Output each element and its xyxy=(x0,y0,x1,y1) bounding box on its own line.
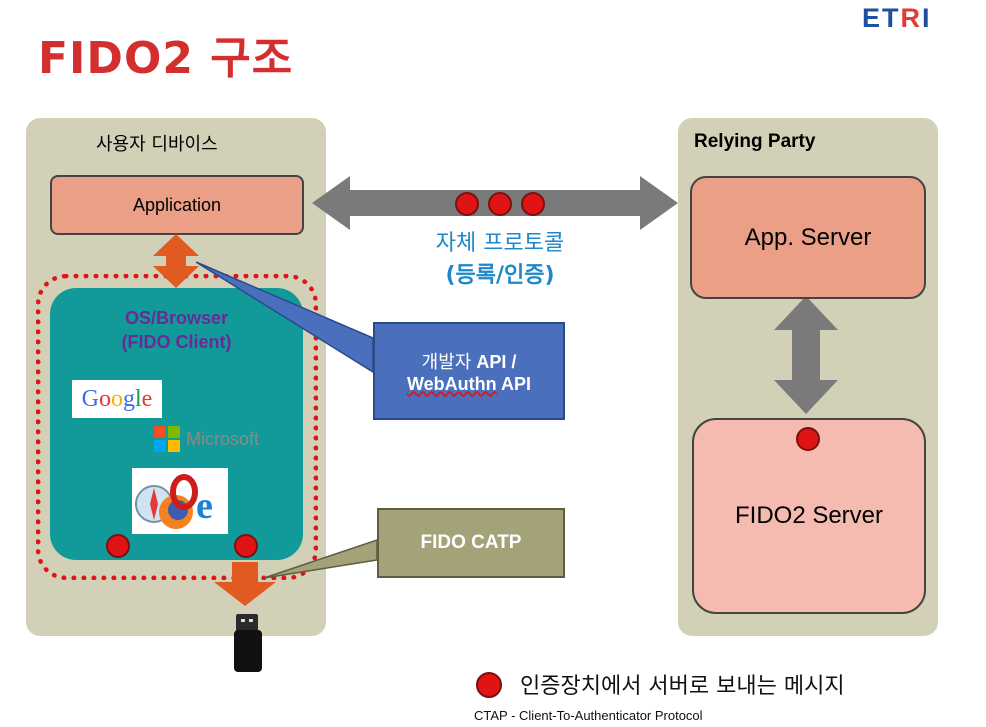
microsoft-icon xyxy=(154,426,180,452)
catp-callout-pointer xyxy=(263,538,378,579)
protocol-line-2: (등록/인증) xyxy=(445,263,555,288)
microsoft-wordmark: Microsoft xyxy=(186,428,260,449)
os-browser-title: OS/Browser (FIDO Client) xyxy=(50,306,303,354)
api-callout-line-1: 개발자 API / xyxy=(375,348,563,374)
app-os-arrow xyxy=(153,234,199,288)
message-dot xyxy=(488,192,512,216)
browser-icons: e xyxy=(135,474,213,529)
catp-callout: FIDO CATP xyxy=(377,508,565,578)
message-dot xyxy=(521,192,545,216)
usb-key-icon xyxy=(234,614,262,672)
api-callout-prefix: 개발자 xyxy=(421,351,477,372)
api-callout-line-2: WebAuthn API xyxy=(375,374,563,395)
os-browser-line-2: (FIDO Client) xyxy=(121,332,232,352)
browser-logos: e xyxy=(132,468,228,534)
legend-dot xyxy=(476,672,502,698)
message-dot xyxy=(234,534,258,558)
api-callout: 개발자 API / WebAuthn API xyxy=(373,322,565,420)
svg-text:e: e xyxy=(196,485,213,527)
message-dot xyxy=(455,192,479,216)
logo-part-3: I xyxy=(922,3,932,33)
os-browser-line-1: OS/Browser xyxy=(124,308,229,328)
relying-party-label: Relying Party xyxy=(694,131,816,152)
page-title: FIDO2 구조 xyxy=(38,33,294,84)
user-device-label: 사용자 디바이스 xyxy=(96,134,218,155)
application-box: Application xyxy=(50,175,304,235)
message-dot xyxy=(796,427,820,451)
logo-part-2: R xyxy=(900,3,923,33)
protocol-line-1: 자체 프로토콜 xyxy=(435,231,565,256)
os-key-arrow xyxy=(214,562,276,606)
app-server-box: App. Server xyxy=(690,176,926,299)
api-callout-pointer xyxy=(195,261,374,374)
microsoft-logo: Microsoft xyxy=(154,426,259,452)
footnote: CTAP - Client-To-Authenticator Protocol xyxy=(474,708,703,723)
legend-text: 인증장치에서 서버로 보내는 메시지 xyxy=(520,674,845,699)
api-callout-webauthn: WebAuthn xyxy=(407,373,497,394)
logo-part-1: ET xyxy=(862,3,901,33)
api-callout-api-2: API xyxy=(496,373,531,394)
message-dot xyxy=(106,534,130,558)
server-arrow xyxy=(774,296,838,414)
protocol-label: 자체 프로토콜 (등록/인증) xyxy=(400,228,600,292)
api-callout-api: API / xyxy=(476,351,517,372)
etri-logo: ETRI xyxy=(862,3,932,34)
